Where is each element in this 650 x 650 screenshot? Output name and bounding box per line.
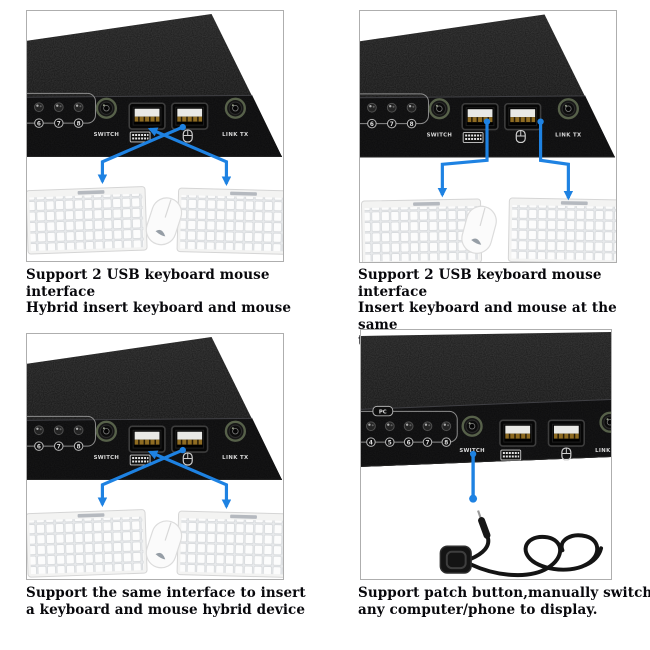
caption-same-interface: Support the same interface to insert a k…: [26, 585, 306, 618]
caption-hybrid-insert: Support 2 USB keyboard mouse interface H…: [26, 267, 292, 316]
panel-photo-hybrid-insert: [26, 10, 284, 262]
panel-photo-same-interface: [26, 333, 284, 580]
panel-photo-patch-button: [360, 329, 612, 580]
caption-patch-button: Support patch button,manually switch any…: [358, 585, 650, 618]
panel-photo-simultaneous-insert: [359, 10, 617, 263]
